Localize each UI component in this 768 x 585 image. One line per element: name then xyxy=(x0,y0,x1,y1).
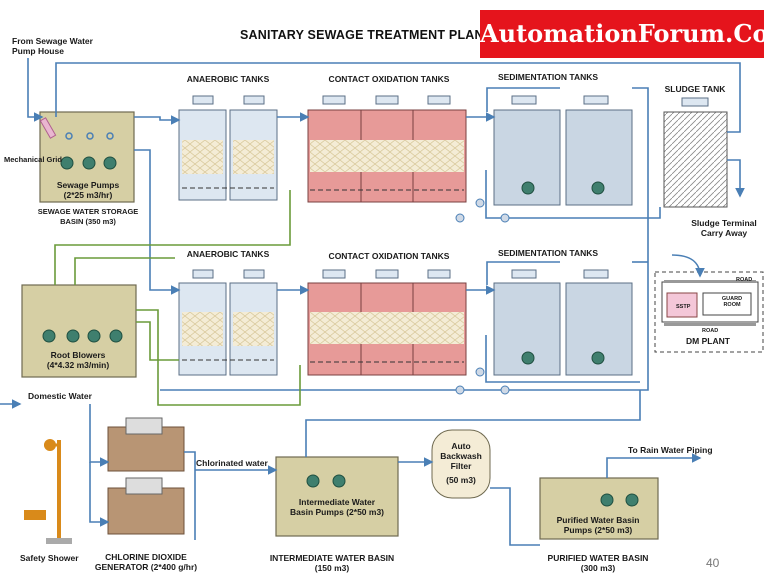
label-dm-plant: DM PLANT xyxy=(686,336,730,346)
label-storage-basin: SEWAGE WATER STORAGE xyxy=(37,207,139,216)
label-purified-basin: PURIFIED WATER BASIN xyxy=(547,553,649,563)
label-safety-shower: Safety Shower xyxy=(20,553,79,563)
label-intermediate-pumps-capacity: Basin Pumps (2*50 m3) xyxy=(289,507,385,517)
label-chlorine-generator: CHLORINE DIOXIDE xyxy=(105,552,187,562)
sewage-pump-group xyxy=(60,156,117,170)
label-root-blowers-capacity: (4*4.32 m3/min) xyxy=(46,360,110,370)
label-road-bottom: ROAD xyxy=(702,328,719,334)
air-piping xyxy=(54,190,301,406)
label-purified-pumps-capacity: Pumps (2*50 m3) xyxy=(563,525,633,535)
anaerobic-tanks-bottom xyxy=(178,269,278,376)
sedimentation-tanks-bottom xyxy=(493,269,633,376)
purified-water-basin xyxy=(539,477,659,540)
diagram-title: SANITARY SEWAGE TREATMENT PLANT xyxy=(240,28,492,42)
label-contact-oxidation-bottom: CONTACT OXIDATION TANKS xyxy=(328,251,450,261)
chlorine-generator-illustration xyxy=(107,417,185,535)
contact-oxidation-tanks-top xyxy=(307,95,467,203)
contact-oxidation-tanks-bottom xyxy=(307,269,467,376)
label-auto-backwash-capacity: (50 m3) xyxy=(446,475,476,485)
label-sewage-pumps-capacity: (2*25 m3/hr) xyxy=(63,190,113,200)
sedimentation-tanks-top xyxy=(493,95,633,206)
safety-shower-illustration xyxy=(24,439,72,544)
label-auto-backwash-3: Filter xyxy=(450,461,472,471)
label-road-top: ROAD xyxy=(736,277,753,283)
label-intermediate-basin: INTERMEDIATE WATER BASIN xyxy=(269,553,395,563)
label-sedimentation-bottom: SEDIMENTATION TANKS xyxy=(497,248,599,258)
sludge-tank xyxy=(663,111,728,208)
valve-symbols xyxy=(455,198,510,395)
label-purified-pumps: Purified Water Basin xyxy=(556,515,640,525)
label-sludge-terminal: Sludge Terminal xyxy=(691,218,757,228)
label-carry-away: Carry Away xyxy=(700,228,748,238)
label-anaerobic-tanks-bottom: ANAEROBIC TANKS xyxy=(186,249,270,259)
label-sedimentation-top: SEDIMENTATION TANKS xyxy=(497,72,599,82)
label-sludge-tank: SLUDGE TANK xyxy=(664,84,726,94)
label-anaerobic-tanks-top: ANAEROBIC TANKS xyxy=(186,74,270,84)
label-sewage-pumps: Sewage Pumps xyxy=(56,180,120,190)
label-sstp: SSTP xyxy=(676,304,691,310)
label-domestic-water: Domestic Water xyxy=(28,391,92,401)
label-from-sewage: From Sewage Water xyxy=(12,36,93,46)
process-piping xyxy=(0,58,745,546)
dm-plant-map xyxy=(654,271,764,353)
label-mechanical-grid: Mechanical Grid xyxy=(4,155,62,164)
label-chlorinated-water: Chlorinated water xyxy=(196,458,268,468)
label-chlorine-generator-capacity: GENERATOR (2*400 g/hr) xyxy=(94,562,198,572)
label-pump-house: Pump House xyxy=(12,46,64,56)
anaerobic-tanks-top xyxy=(178,95,278,201)
label-purified-basin-capacity: (300 m3) xyxy=(580,563,616,573)
intermediate-water-basin xyxy=(275,456,399,537)
label-root-blowers: Root Blowers xyxy=(50,350,106,360)
label-contact-oxidation-top: CONTACT OXIDATION TANKS xyxy=(328,74,450,84)
label-auto-backwash-2: Backwash xyxy=(440,451,482,461)
label-storage-basin-capacity: BASIN (350 m3) xyxy=(60,217,116,226)
label-guard-room: GUARD ROOM xyxy=(721,296,743,308)
label-intermediate-basin-capacity: (150 m3) xyxy=(314,563,350,573)
label-intermediate-pumps: Intermediate Water xyxy=(298,497,376,507)
label-auto-backwash-1: Auto xyxy=(451,441,471,451)
page-number: 40 xyxy=(706,556,720,570)
root-blower-group xyxy=(42,329,123,343)
label-rain-water: To Rain Water Piping xyxy=(628,445,713,455)
watermark-banner: AutomationForum.Co xyxy=(480,10,768,58)
